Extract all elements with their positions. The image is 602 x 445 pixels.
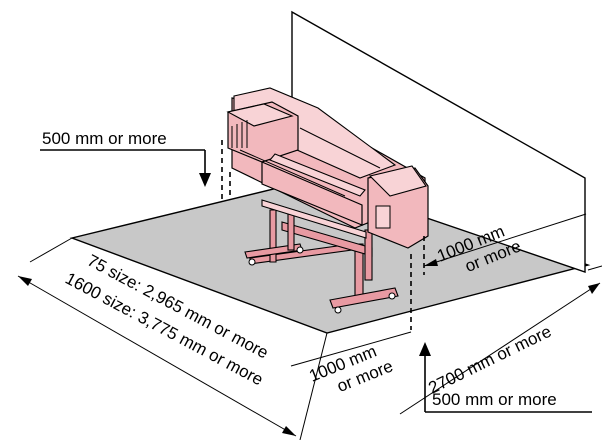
left-clearance-callout: 500 mm or more: [40, 129, 211, 187]
right-clearance-label: 500 mm or more: [432, 390, 557, 409]
front-clearance-label: 1000 mm or more: [306, 338, 395, 404]
depth-label: 2700 mm or more: [425, 322, 554, 398]
left-clearance-label: 500 mm or more: [42, 129, 167, 148]
right-clearance-callout: 500 mm or more: [419, 342, 592, 413]
floor-area: [69, 175, 591, 334]
front-clearance-dimension: 1000 mm or more: [290, 331, 412, 404]
printer-illustration: [226, 87, 429, 314]
